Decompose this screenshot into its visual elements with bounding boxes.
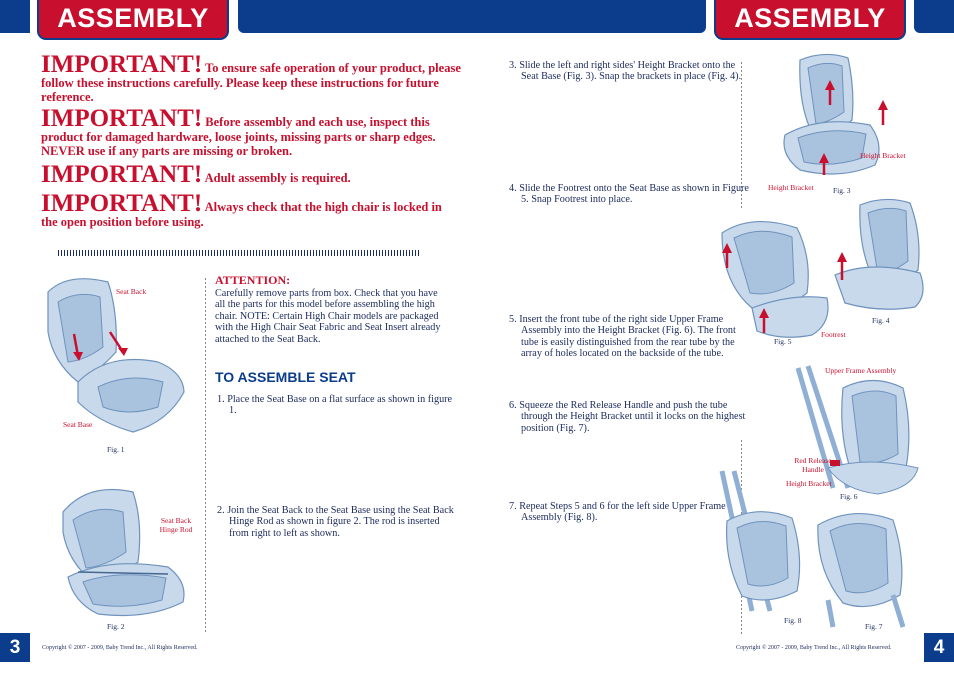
step-5: 5. Insert the front tube of the right si… [509,314,736,360]
important-notice-4: IMPORTANT! Always check that the high ch… [41,191,461,229]
section-heading: TO ASSEMBLE SEAT [215,369,356,385]
fig5-caption: Fig. 5 [774,337,792,346]
fig8-caption: Fig. 8 [784,616,802,625]
column-divider-right [741,62,742,210]
important-text: To ensure safe operation of your product… [41,61,461,104]
step-3: 3. Slide the left and right sides' Heigh… [509,60,742,83]
important-notice-3: IMPORTANT! Adult assembly is required. [41,162,461,187]
header-bar-left [0,0,30,33]
label-footrest: Footrest [821,330,846,339]
important-heading: IMPORTANT! [41,190,203,217]
label-red-release: Red Release Handle [794,456,832,474]
page-number-right: 4 [924,633,954,662]
important-text: Adult assembly is required. [204,171,351,185]
label-upper-frame: Upper Frame Assembly [825,366,897,375]
page-number-left: 3 [0,633,30,662]
label-hinge-rod: Seat Back Hinge Rod [159,516,193,534]
fig4-illustration [834,198,924,310]
assembly-tab-right: ASSEMBLY [714,0,906,40]
important-notice-2: IMPORTANT! Before assembly and each use,… [41,106,461,159]
fig7-illustration [817,512,906,628]
step-7: 7. Repeat Steps 5 and 6 for the left sid… [509,501,726,524]
fig2-caption: Fig. 2 [107,622,125,631]
important-text: Before assembly and each use, inspect th… [41,115,436,158]
attention-heading: ATTENTION: [215,273,291,287]
fig1-caption: Fig. 1 [107,445,125,454]
copyright-right: Copyright © 2007 - 2009, Baby Trend Inc.… [736,645,892,651]
label-height-bracket-fig3-left: Height Bracket [768,183,814,192]
fig5-illustration [721,220,829,338]
fig1-illustration [47,278,185,433]
assembly-tab-left: ASSEMBLY [37,0,229,40]
fig4-caption: Fig. 4 [872,316,890,325]
fig2-illustration [62,489,185,617]
dotted-divider [58,250,420,256]
header-bar-right [914,0,954,33]
fig3-illustration [783,53,888,175]
header-bar-middle [238,0,706,33]
step-6: 6. Squeeze the Red Release Handle and pu… [509,400,746,434]
column-divider-left [205,278,206,633]
important-notice-1: IMPORTANT! To ensure safe operation of y… [41,52,461,105]
fig7-caption: Fig. 7 [865,622,883,631]
step-2: 2. Join the Seat Back to the Seat Base u… [217,505,454,539]
step-4: 4. Slide the Footrest onto the Seat Base… [509,183,749,206]
label-height-bracket-fig6: Height Bracket [786,479,832,488]
label-seat-base: Seat Base [63,420,93,429]
attention-text: Carefully remove parts from box. Check t… [215,288,441,345]
fig8-illustration [719,470,801,612]
important-heading: IMPORTANT! [41,105,203,132]
fig6-illustration [795,365,919,495]
fig3-caption: Fig. 3 [833,186,851,195]
important-heading: IMPORTANT! [41,161,203,188]
step-1: 1. Place the Seat Base on a flat surface… [217,394,453,417]
fig6-caption: Fig. 6 [840,492,858,501]
important-heading: IMPORTANT! [41,51,203,78]
important-text: Always check that the high chair is lock… [41,200,442,229]
label-seat-back: Seat Back [116,287,147,296]
copyright-left: Copyright © 2007 - 2009, Baby Trend Inc.… [42,645,198,651]
label-height-bracket-fig3-right: Height Bracket [860,151,906,160]
